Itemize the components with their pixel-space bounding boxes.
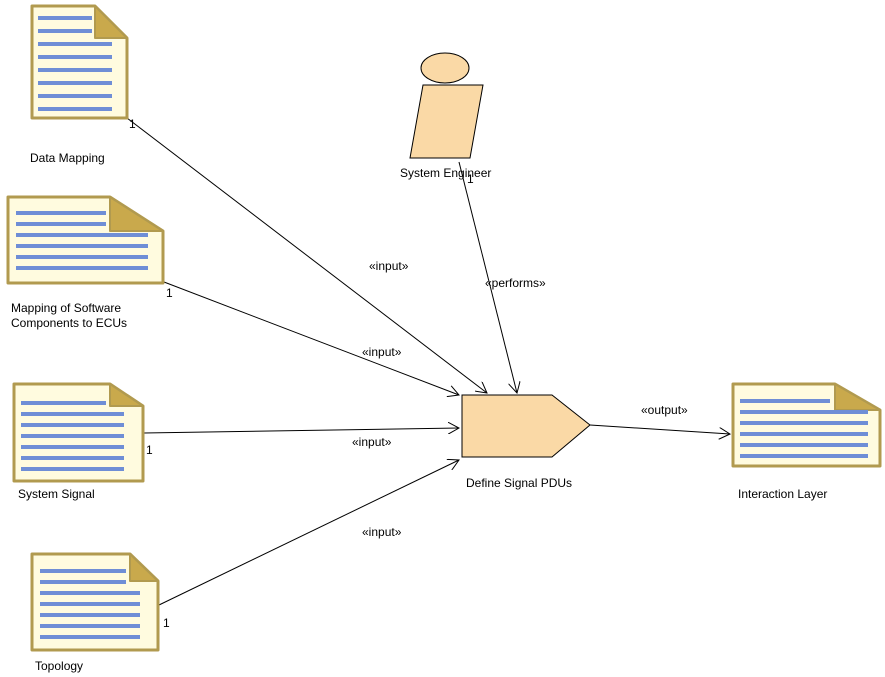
artifact-mapping-swc-to-ecus[interactable]: [6, 195, 165, 285]
edge-data-mapping-input: [126, 117, 487, 393]
data-mapping-label: Data Mapping: [30, 151, 105, 165]
topology-label: Topology: [35, 659, 83, 673]
system-signal-label: System Signal: [18, 487, 95, 501]
mapping-swc-multiplicity: 1: [166, 286, 173, 300]
edge-output: [589, 424, 730, 434]
edge-topology-input: [158, 460, 459, 606]
topology-multiplicity: 1: [163, 616, 170, 630]
edge-performs: [458, 161, 517, 393]
document-lines-icon: [740, 399, 868, 458]
document-lines-icon: [21, 401, 124, 471]
edge-mapping-swc-input: [163, 281, 459, 395]
document-lines-icon: [40, 569, 140, 639]
system-engineer-label: System Engineer: [400, 166, 491, 180]
document-lines-icon: [38, 16, 112, 111]
mapping-swc-label-line-1: Mapping of Software: [11, 301, 121, 315]
artifact-system-signal[interactable]: [12, 382, 145, 483]
system-signal-input-stereotype: «input»: [352, 435, 392, 449]
role-body-icon: [409, 84, 484, 159]
data-mapping-multiplicity: 1: [129, 117, 136, 131]
task-define-signal-pdus[interactable]: [461, 394, 591, 458]
artifact-interaction-layer[interactable]: [731, 382, 882, 468]
define-signal-pdus-label: Define Signal PDUs: [466, 476, 572, 490]
artifact-topology[interactable]: [30, 552, 160, 652]
task-shape-icon: [461, 394, 591, 458]
mapping-swc-label: Mapping of Software Components to ECUs: [11, 301, 127, 330]
data-mapping-input-stereotype: «input»: [369, 259, 409, 273]
role-head-icon: [420, 52, 470, 84]
interaction-layer-label: Interaction Layer: [738, 487, 827, 501]
role-system-engineer[interactable]: [409, 52, 484, 159]
connectors: [126, 117, 730, 606]
document-lines-icon: [16, 211, 148, 270]
mapping-swc-input-stereotype: «input»: [362, 345, 402, 359]
mapping-swc-label-line-2: Components to ECUs: [11, 316, 127, 330]
system-signal-multiplicity: 1: [146, 443, 153, 457]
edge-system-signal-input: [143, 428, 459, 433]
topology-input-stereotype: «input»: [362, 525, 402, 539]
output-stereotype: «output»: [641, 403, 688, 417]
performs-stereotype: «performs»: [485, 276, 546, 290]
artifact-data-mapping[interactable]: [30, 4, 129, 120]
system-engineer-multiplicity: 1: [467, 172, 474, 186]
